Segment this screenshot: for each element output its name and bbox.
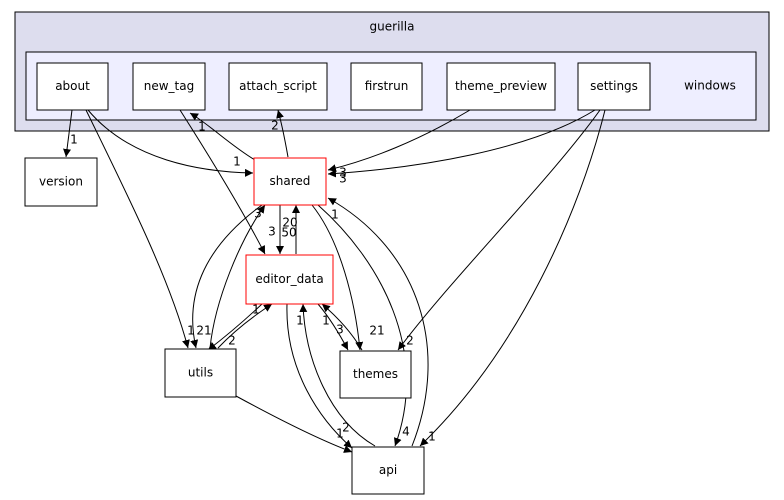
node-themes[interactable]: themes bbox=[339, 350, 412, 399]
node-about[interactable]: about bbox=[36, 62, 109, 111]
edge-shared-themes bbox=[311, 204, 364, 351]
edge-label-api-shared: 1 bbox=[331, 208, 339, 222]
edge-label-newtag-shared: 1 bbox=[198, 120, 206, 134]
edge-label-about-utils: 1 bbox=[187, 324, 195, 338]
node-about-label: about bbox=[55, 79, 90, 93]
node-themes-label: themes bbox=[353, 367, 398, 381]
edge-label-settings-themes: 2 bbox=[406, 334, 414, 348]
edge-label-utils-editor: 1 bbox=[252, 303, 260, 317]
edge-editor-utils bbox=[207, 303, 263, 351]
edge-label-about-version: 1 bbox=[70, 133, 78, 147]
node-theme-preview-label: theme_preview bbox=[455, 79, 547, 93]
edge-label-api-editor: 1 bbox=[296, 314, 304, 328]
edge-label-settings-api: 1 bbox=[428, 430, 436, 444]
edge-label-editor-shared: 20 bbox=[282, 216, 297, 230]
edge-label-shared-editor: 50 bbox=[281, 226, 296, 240]
node-utils[interactable]: utils bbox=[164, 348, 237, 398]
edge-api-editor bbox=[299, 303, 376, 447]
node-new-tag[interactable]: new_tag bbox=[132, 62, 206, 111]
edge-themes-editor bbox=[321, 303, 363, 351]
edge-label-themes-editor: 3 bbox=[336, 323, 344, 337]
edge-about-shared bbox=[87, 109, 254, 177]
edge-label-theme-shared: 3 bbox=[339, 166, 347, 180]
node-version-label: version bbox=[39, 175, 83, 189]
edge-settings-api bbox=[419, 109, 606, 447]
node-api-label: api bbox=[379, 463, 397, 477]
edge-label-about-shared: 1 bbox=[233, 155, 241, 169]
node-settings-label: settings bbox=[590, 79, 638, 93]
node-editor-data[interactable]: editor_data bbox=[245, 254, 334, 305]
edge-label-newtag-editor: 3 bbox=[268, 225, 276, 239]
edge-attach-shared bbox=[276, 109, 289, 158]
edge-utils-api bbox=[235, 395, 353, 453]
node-attach-script-label: attach_script bbox=[239, 79, 317, 93]
edge-label-editor-utils: 2 bbox=[228, 334, 236, 348]
edge-label-settings-shared: 3 bbox=[339, 172, 347, 186]
cluster-windows-label: windows bbox=[684, 79, 736, 93]
edge-settings-shared bbox=[327, 109, 596, 178]
edge-about-utils bbox=[85, 109, 190, 349]
edge-label-shared-api: 4 bbox=[402, 425, 410, 439]
edge-utils-editor bbox=[217, 303, 273, 349]
edge-label-shared-utils: 21 bbox=[196, 324, 211, 338]
node-shared[interactable]: shared bbox=[253, 157, 327, 206]
edge-label-shared-themes: 21 bbox=[369, 324, 384, 338]
node-version[interactable]: version bbox=[24, 157, 98, 207]
node-firstrun[interactable]: firstrun bbox=[350, 62, 423, 111]
cluster-guerilla-label: guerilla bbox=[370, 20, 415, 34]
edge-label-editor-api: 2 bbox=[342, 421, 350, 435]
edge-label-utils-api: 1 bbox=[336, 427, 344, 441]
edges bbox=[63, 109, 606, 453]
edge-editor-api bbox=[286, 303, 353, 449]
edge-labels: 1 1 1 1 3 2 3 3 2 1 50 20 21 3 21 4 1 1 … bbox=[70, 119, 436, 444]
edge-shared-api bbox=[317, 204, 408, 447]
node-editor-data-label: editor_data bbox=[255, 272, 323, 286]
edge-newtag-shared bbox=[189, 112, 256, 161]
edge-about-version bbox=[63, 109, 73, 158]
edge-utils-shared bbox=[209, 204, 266, 349]
node-api[interactable]: api bbox=[351, 446, 425, 495]
node-theme-preview[interactable]: theme_preview bbox=[446, 62, 556, 111]
node-settings[interactable]: settings bbox=[577, 62, 651, 111]
edge-theme-shared bbox=[327, 109, 471, 173]
edge-label-editor-themes: 1 bbox=[322, 314, 330, 328]
edge-label-attach-shared: 2 bbox=[271, 119, 279, 133]
edge-editor-themes bbox=[317, 303, 349, 351]
edge-settings-themes bbox=[397, 109, 601, 351]
edge-label-utils-shared: 3 bbox=[254, 207, 262, 221]
edge-newtag-editor bbox=[179, 109, 266, 255]
node-shared-label: shared bbox=[270, 174, 311, 188]
edge-shared-utils bbox=[190, 204, 263, 349]
node-new-tag-label: new_tag bbox=[144, 79, 194, 93]
node-firstrun-label: firstrun bbox=[365, 79, 409, 93]
node-utils-label: utils bbox=[188, 366, 213, 380]
edge-api-shared bbox=[327, 197, 429, 447]
node-attach-script[interactable]: attach_script bbox=[228, 62, 328, 111]
